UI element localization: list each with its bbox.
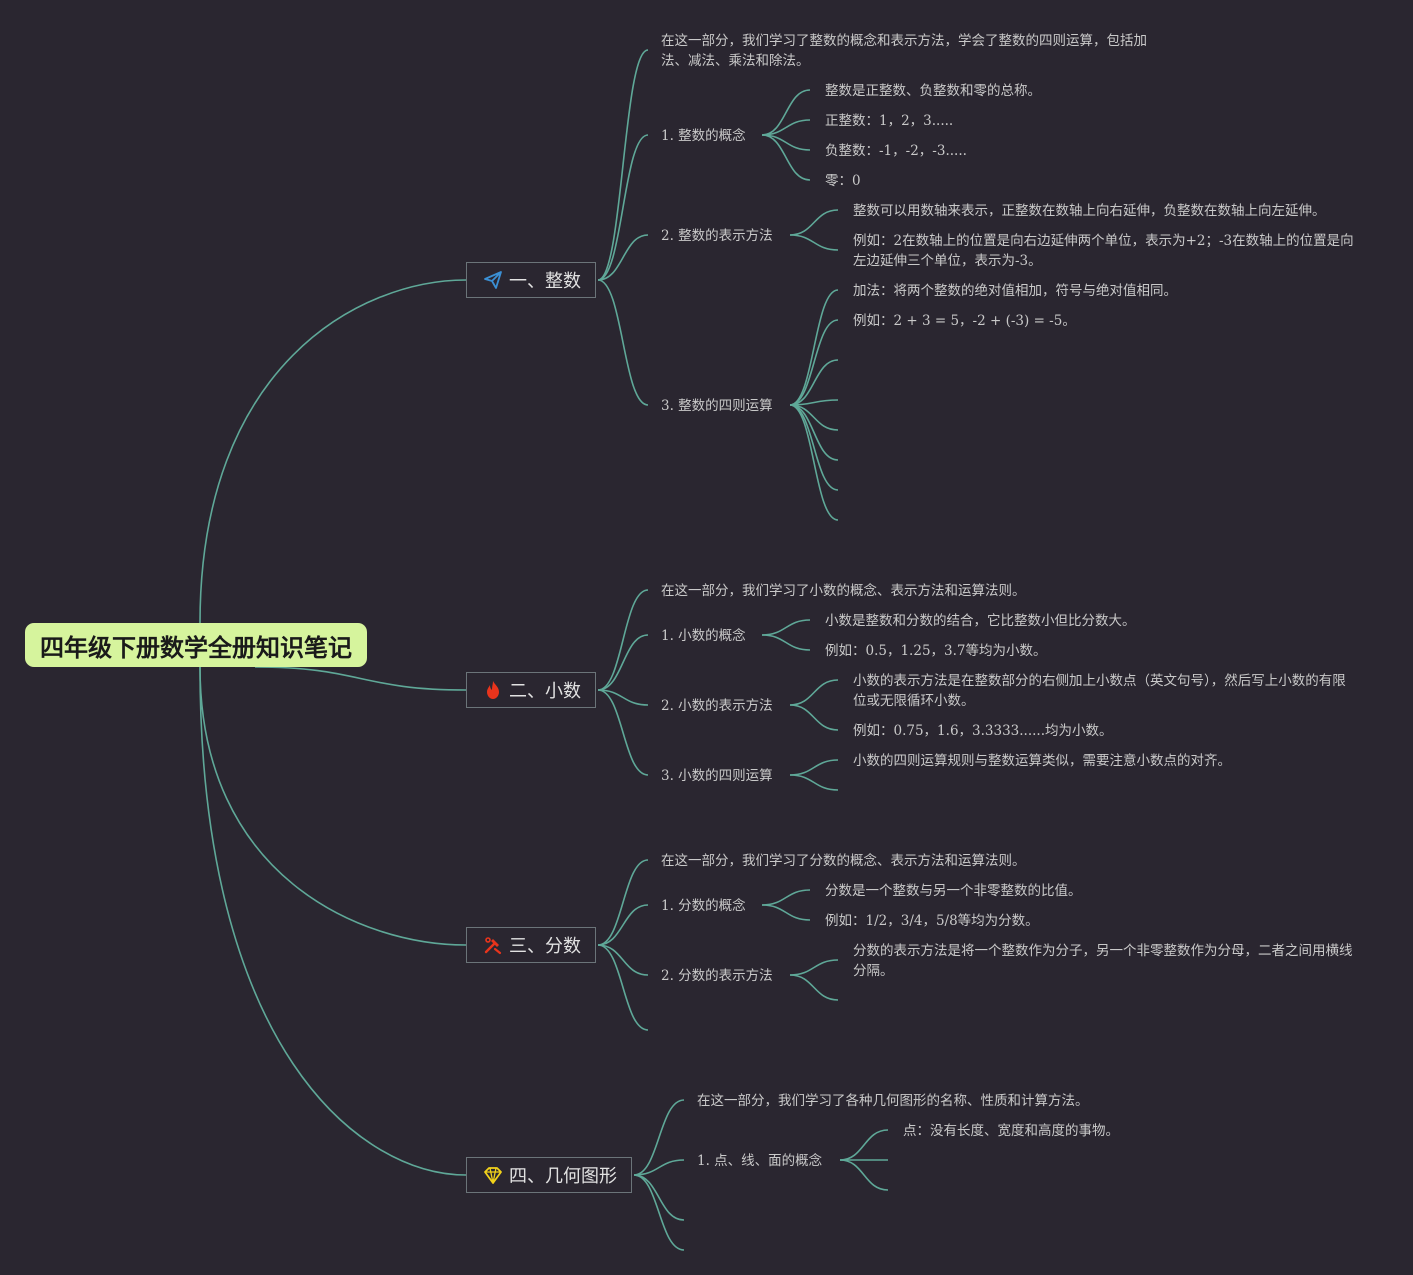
branch-geometry[interactable]: 四、几何图形 xyxy=(466,1157,632,1193)
topic-edge xyxy=(789,679,839,706)
topic-label[interactable]: 1. 点、线、面的概念 xyxy=(697,1153,823,1169)
detail-text: 例如：2 + 3 = 5，-2 + (-3) = -5。 xyxy=(853,313,1076,329)
topic-edge xyxy=(789,974,839,1001)
topic-edge xyxy=(839,1159,889,1191)
detail-text: 例如：0.75，1.6，3.3333......均为小数。 xyxy=(853,723,1113,739)
section-edge xyxy=(597,689,649,706)
topic-label[interactable]: 2. 小数的表示方法 xyxy=(661,698,773,714)
section-edge xyxy=(597,689,649,776)
detail-text: 例如：2在数轴上的位置是向右边延伸两个单位，表示为+2；-3在数轴上的位置是向左… xyxy=(853,233,1354,269)
branch-decimals[interactable]: 二、小数 xyxy=(466,672,596,708)
topic-label[interactable]: 3. 小数的四则运算 xyxy=(661,768,773,784)
section-intro: 在这一部分，我们学习了小数的概念、表示方法和运算法则。 xyxy=(661,583,1026,599)
topic-edge xyxy=(789,319,839,406)
detail-text: 负整数：-1，-2，-3..... xyxy=(825,143,967,159)
root-edge xyxy=(254,666,467,691)
section-edge xyxy=(633,1159,685,1176)
topic-edge xyxy=(761,89,811,136)
branch-title: 三、分数 xyxy=(509,936,581,957)
section-edge xyxy=(597,589,649,691)
topic-edge xyxy=(789,404,839,461)
section-edge xyxy=(597,944,649,976)
detail-text: 例如：0.5，1.25，3.7等均为小数。 xyxy=(825,643,1047,659)
detail-text: 小数是整数和分数的结合，它比整数小但比分数大。 xyxy=(825,613,1136,629)
topic-label[interactable]: 1. 整数的概念 xyxy=(661,128,746,144)
diamond-icon xyxy=(483,1165,503,1185)
branch-integers[interactable]: 一、整数 xyxy=(466,262,596,298)
tools-icon xyxy=(483,935,503,955)
detail-text: 正整数：1，2，3..... xyxy=(825,113,954,129)
topic-edge xyxy=(789,704,839,731)
topic-edge xyxy=(789,234,839,251)
root-edge xyxy=(199,666,467,1176)
section-edge xyxy=(597,279,649,406)
section-edge xyxy=(597,904,649,946)
branch-fractions[interactable]: 三、分数 xyxy=(466,927,596,963)
root-topic[interactable]: 四年级下册数学全册知识笔记 xyxy=(25,623,367,667)
topic-edge xyxy=(761,904,811,921)
topic-edge xyxy=(789,209,839,236)
detail-text: 加法：将两个整数的绝对值相加，符号与绝对值相同。 xyxy=(853,283,1177,299)
topic-edge xyxy=(761,889,811,906)
section-edge xyxy=(597,234,649,281)
branch-title: 一、整数 xyxy=(509,271,581,292)
detail-text: 分数的表示方法是将一个整数作为分子，另一个非零整数作为分母，二者之间用横线分隔。 xyxy=(853,943,1353,979)
branch-title: 二、小数 xyxy=(509,681,581,702)
detail-text: 点：没有长度、宽度和高度的事物。 xyxy=(903,1123,1119,1139)
section-edge xyxy=(597,134,649,281)
topic-edge xyxy=(789,759,839,776)
root-edge xyxy=(199,666,467,946)
section-intro: 在这一部分，我们学习了整数的概念和表示方法，学会了整数的四则运算，包括加法、减法… xyxy=(661,33,1147,69)
topic-edge xyxy=(789,404,839,521)
section-edge xyxy=(597,859,649,946)
topic-edge xyxy=(761,134,811,181)
topic-edge xyxy=(761,619,811,636)
detail-text: 分数是一个整数与另一个非零整数的比值。 xyxy=(825,883,1082,899)
section-edge xyxy=(597,634,649,691)
detail-text: 小数的表示方法是在整数部分的右侧加上小数点（英文句号），然后写上小数的有限位或无… xyxy=(853,673,1346,709)
topic-label[interactable]: 1. 分数的概念 xyxy=(661,898,746,914)
topic-edge xyxy=(761,634,811,651)
detail-text: 整数可以用数轴来表示，正整数在数轴上向右延伸，负整数在数轴上向左延伸。 xyxy=(853,203,1326,219)
detail-text: 例如：1/2，3/4，5/8等均为分数。 xyxy=(825,913,1039,929)
topic-edge xyxy=(789,359,839,406)
topic-label[interactable]: 2. 整数的表示方法 xyxy=(661,228,773,244)
section-edge xyxy=(597,944,649,1031)
root-edge xyxy=(199,279,467,624)
detail-text: 整数是正整数、负整数和零的总称。 xyxy=(825,83,1041,99)
topic-edge xyxy=(789,959,839,976)
fire-icon xyxy=(483,680,503,700)
topic-label[interactable]: 3. 整数的四则运算 xyxy=(661,398,773,414)
topic-label[interactable]: 2. 分数的表示方法 xyxy=(661,968,773,984)
topic-edge xyxy=(789,289,839,406)
section-intro: 在这一部分，我们学习了各种几何图形的名称、性质和计算方法。 xyxy=(697,1093,1089,1109)
section-edge xyxy=(597,49,649,281)
detail-text: 零：0 xyxy=(825,173,861,189)
paper-plane-icon xyxy=(483,270,503,290)
section-intro: 在这一部分，我们学习了分数的概念、表示方法和运算法则。 xyxy=(661,853,1026,869)
topic-edge xyxy=(789,774,839,791)
detail-text: 小数的四则运算规则与整数运算类似，需要注意小数点的对齐。 xyxy=(853,753,1231,769)
topic-edge xyxy=(839,1129,889,1161)
topic-label[interactable]: 1. 小数的概念 xyxy=(661,628,746,644)
section-edge xyxy=(633,1099,685,1176)
section-edge xyxy=(633,1174,685,1251)
branch-title: 四、几何图形 xyxy=(509,1166,617,1187)
